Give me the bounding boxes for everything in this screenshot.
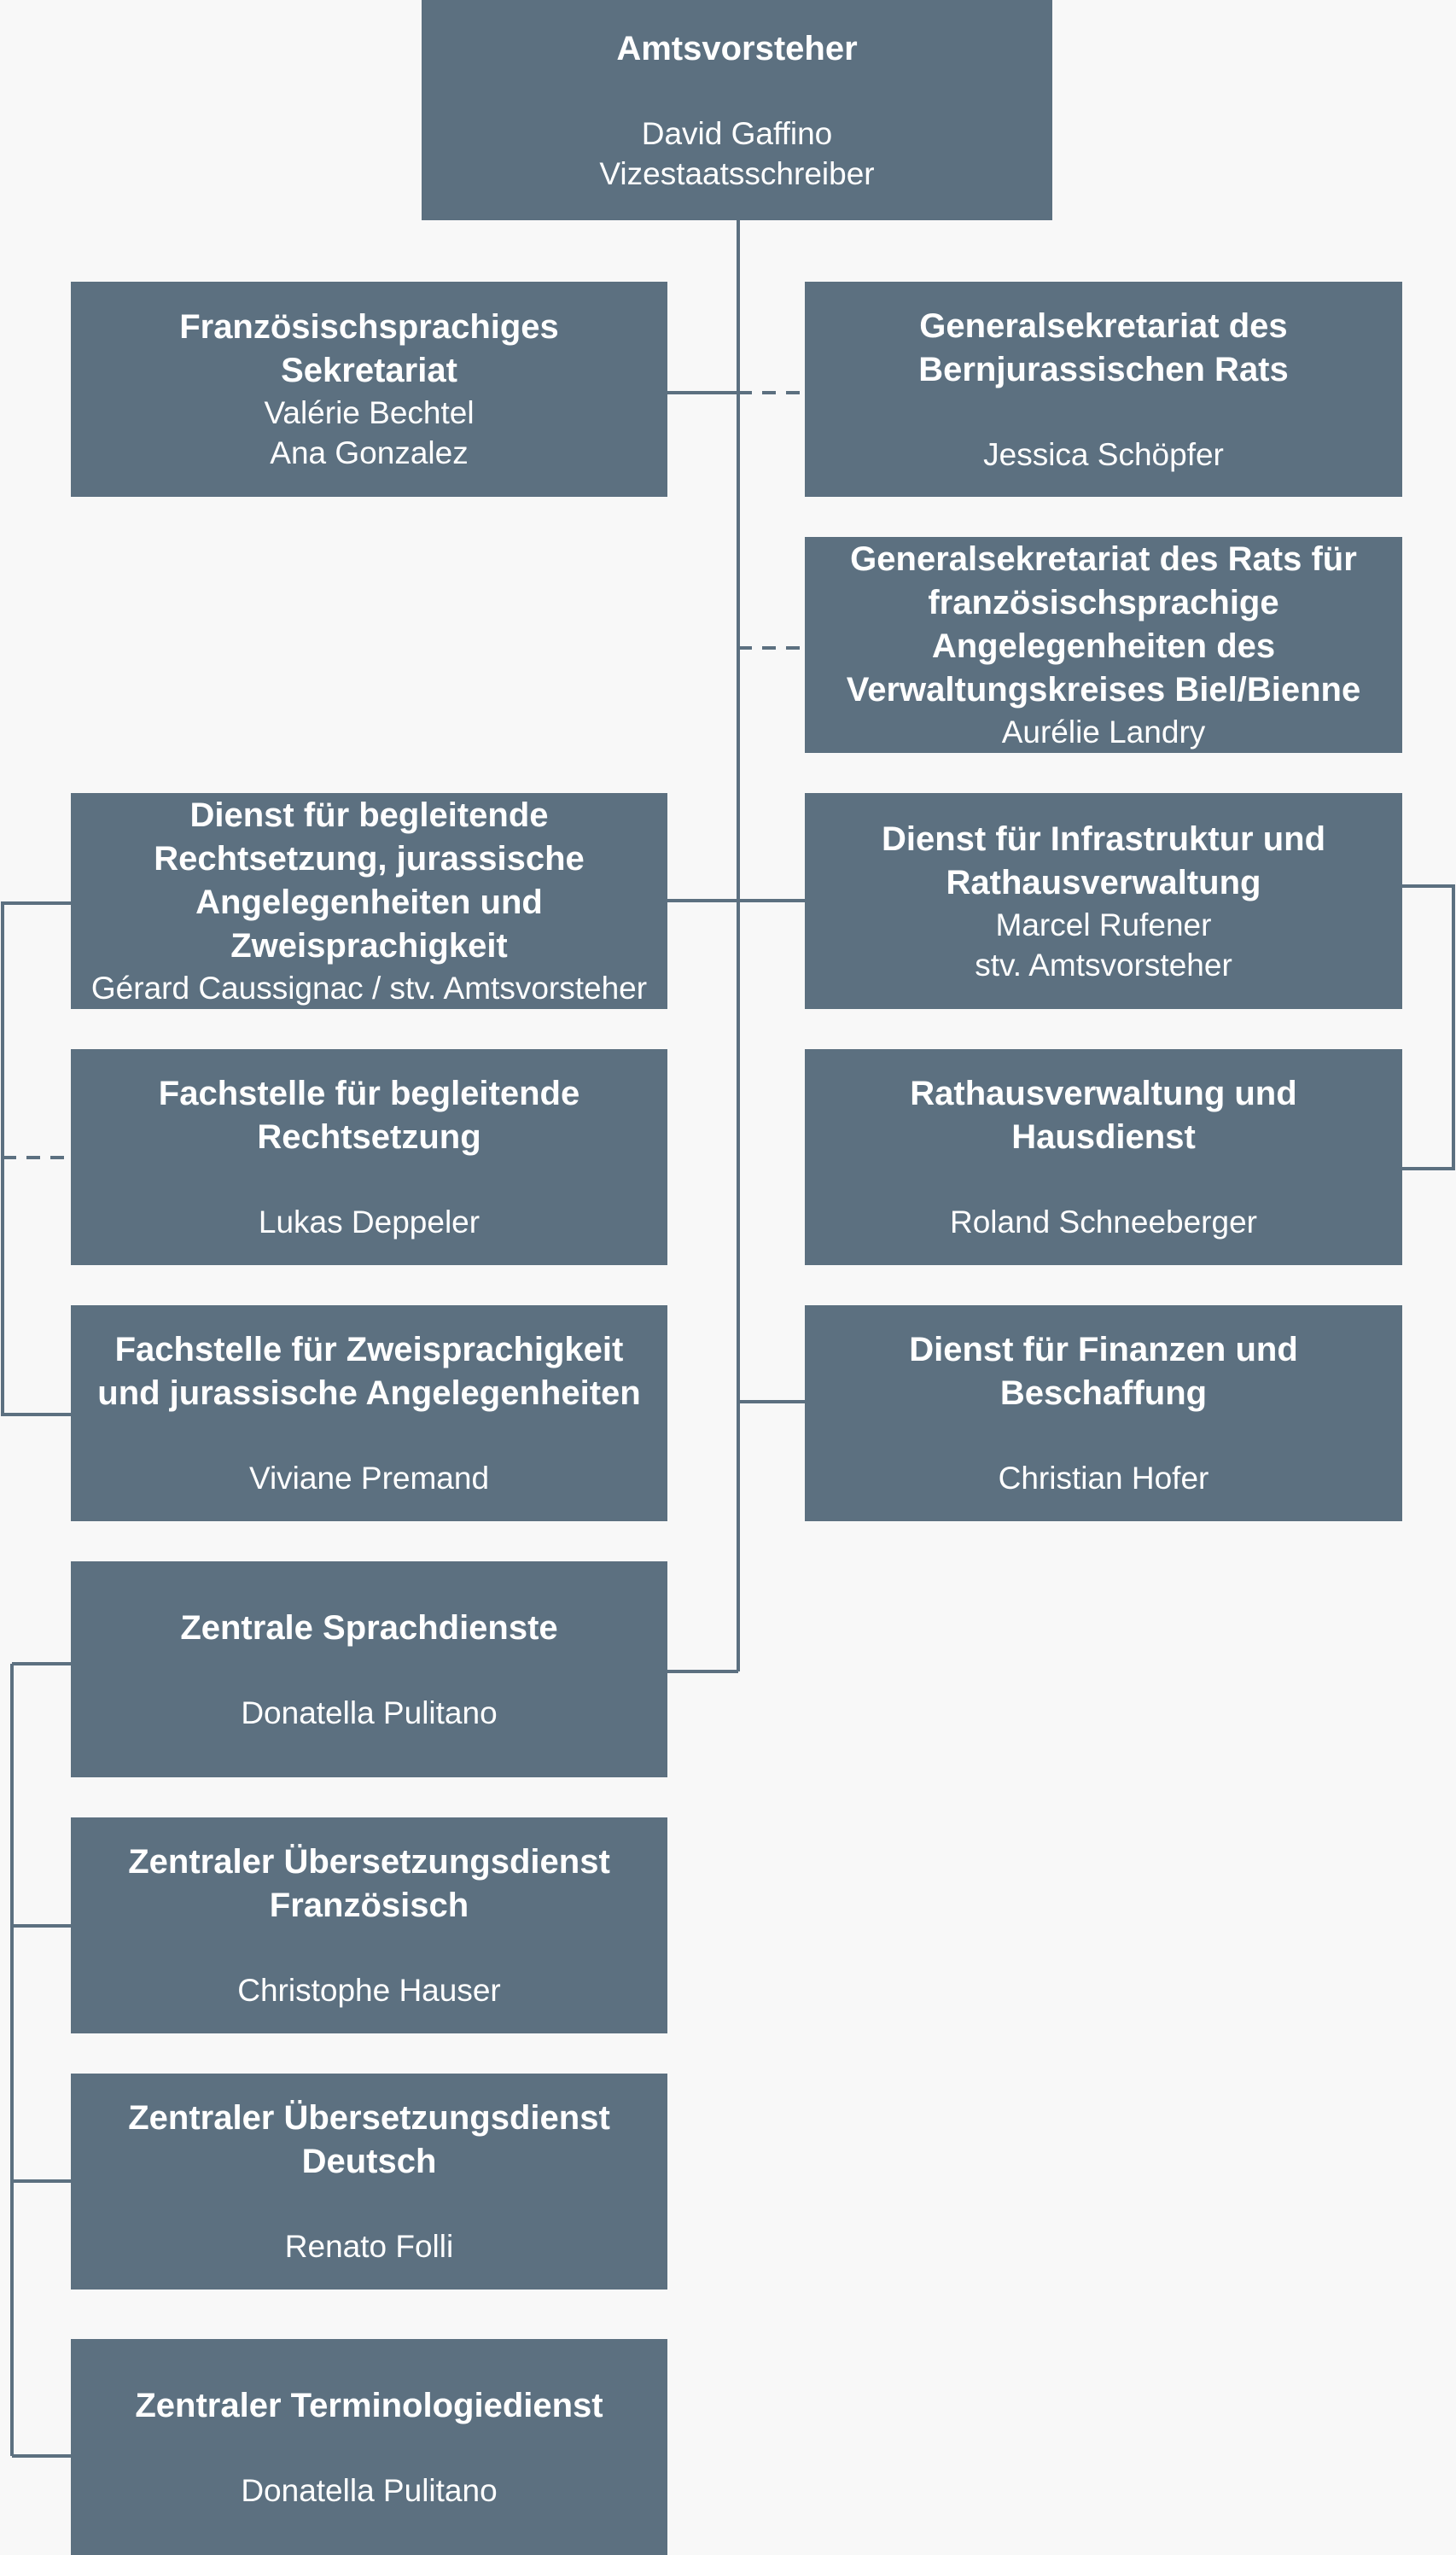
unit-persons: Renato Folli xyxy=(285,2226,453,2266)
unit-title-line: Angelegenheiten des xyxy=(931,627,1276,665)
unit-title-line: Generalsekretariat des Rats für xyxy=(850,540,1357,578)
unit-persons: Christophe Hauser xyxy=(237,1970,500,2010)
unit-title-line: Dienst für Infrastruktur und xyxy=(881,820,1326,858)
unit-title-line: Fachstelle für begleitende xyxy=(158,1075,580,1112)
person-name: Roland Schneeberger xyxy=(950,1205,1257,1240)
unit-title-line: Rathausverwaltung und xyxy=(910,1075,1297,1112)
unit-title-line: Zentraler Terminologiedienst xyxy=(135,2386,603,2424)
unit-title: Generalsekretariat des Rats für französis… xyxy=(847,538,1360,712)
unit-title-line: Amtsvorsteher xyxy=(616,29,858,67)
unit-title-line: Verwaltungskreises Biel/Bienne xyxy=(846,671,1361,709)
unit-title-line: Französischsprachiges xyxy=(179,308,559,346)
person-name: Donatella Pulitano xyxy=(241,2472,498,2508)
unit-title-line: Deutsch xyxy=(301,2143,437,2180)
box-fachstelle-zweisprachigkeit: Fachstelle für Zweisprachigkeit und juras… xyxy=(71,1305,667,1521)
unit-title-line: Sekretariat xyxy=(281,352,457,389)
unit-title-line: Französisch xyxy=(269,1887,469,1924)
unit-title-line: und jurassische Angelegenheiten xyxy=(97,1374,641,1412)
unit-title-line: Zentrale Sprachdienste xyxy=(180,1608,558,1647)
unit-title: Zentrale Sprachdienste xyxy=(180,1607,557,1650)
person-name: Renato Folli xyxy=(284,2229,454,2264)
person-name: David Gaffino xyxy=(641,115,833,151)
unit-persons: Lukas Deppeler xyxy=(259,1202,480,1242)
unit-persons: Roland Schneeberger xyxy=(950,1202,1257,1242)
person-name: Christian Hofer xyxy=(998,1461,1209,1496)
unit-persons: Donatella Pulitano xyxy=(241,1693,497,1733)
person-name: Donatella Pulitano xyxy=(241,1695,498,1730)
unit-title-line: Angelegenheiten und xyxy=(195,884,543,921)
unit-persons: Viviane Premand xyxy=(249,1458,489,1498)
unit-title-line: Rechtsetzung, jurassische xyxy=(154,840,585,878)
unit-title: Fachstelle für Zweisprachigkeit und juras… xyxy=(97,1328,640,1415)
person-name: Marcel Rufener xyxy=(995,907,1212,942)
unit-title-line: Fachstelle für Zweisprachigkeit xyxy=(114,1331,624,1368)
unit-title-line: Zentraler Übersetzungsdienst xyxy=(128,2099,610,2137)
person-name: Vizestaatsschreiber xyxy=(599,155,875,191)
person-name: Ana Gonzalez xyxy=(270,435,469,470)
unit-title-line: Rathausverwaltung xyxy=(946,863,1261,901)
unit-title: Zentraler Terminologiedienst xyxy=(135,2384,603,2428)
person-name: Valérie Bechtel xyxy=(264,395,475,430)
unit-persons: Jessica Schöpfer xyxy=(983,435,1224,475)
unit-title-line: Dienst für begleitende xyxy=(189,796,549,834)
unit-persons: Gérard Caussignac / stv. Amtsvorsteher xyxy=(91,968,647,1008)
unit-persons: Donatella Pulitano xyxy=(241,2470,497,2511)
person-name: Jessica Schöpfer xyxy=(983,436,1224,472)
unit-title-line: französischsprachige xyxy=(928,584,1279,621)
bracket-infra xyxy=(1402,884,1455,1170)
person-name: Viviane Premand xyxy=(248,1461,490,1496)
person-name: Christophe Hauser xyxy=(237,1973,501,2008)
unit-title-line: Zweisprachigkeit xyxy=(230,927,508,965)
unit-title-line: Generalsekretariat des xyxy=(919,306,1288,345)
unit-title: Amtsvorsteher xyxy=(616,27,857,71)
unit-persons: Christian Hofer xyxy=(999,1458,1209,1498)
person-name: Aurélie Landry xyxy=(1001,715,1206,750)
person-name: stv. Amtsvorsteher xyxy=(975,947,1232,983)
person-name: Gérard Caussignac / stv. Amtsvorsteher xyxy=(90,971,648,1006)
unit-persons: Aurélie Landry xyxy=(1002,712,1206,752)
unit-title-line: Dienst für Finanzen und xyxy=(909,1331,1298,1368)
person-name: Lukas Deppeler xyxy=(258,1205,480,1240)
box-gs-rat-biel: Generalsekretariat des Rats für französis… xyxy=(805,537,1402,753)
unit-title-line: Zentraler Übersetzungsdienst xyxy=(128,1843,610,1881)
unit-persons: Marcel Rufener stv. Amtsvorsteher xyxy=(975,905,1232,985)
unit-title-line: Rechtsetzung xyxy=(257,1118,481,1156)
unit-title-line: Bernjurassischen Rats xyxy=(918,350,1289,388)
unit-title-line: Hausdienst xyxy=(1011,1118,1196,1156)
unit-title-line: Beschaffung xyxy=(999,1374,1208,1412)
